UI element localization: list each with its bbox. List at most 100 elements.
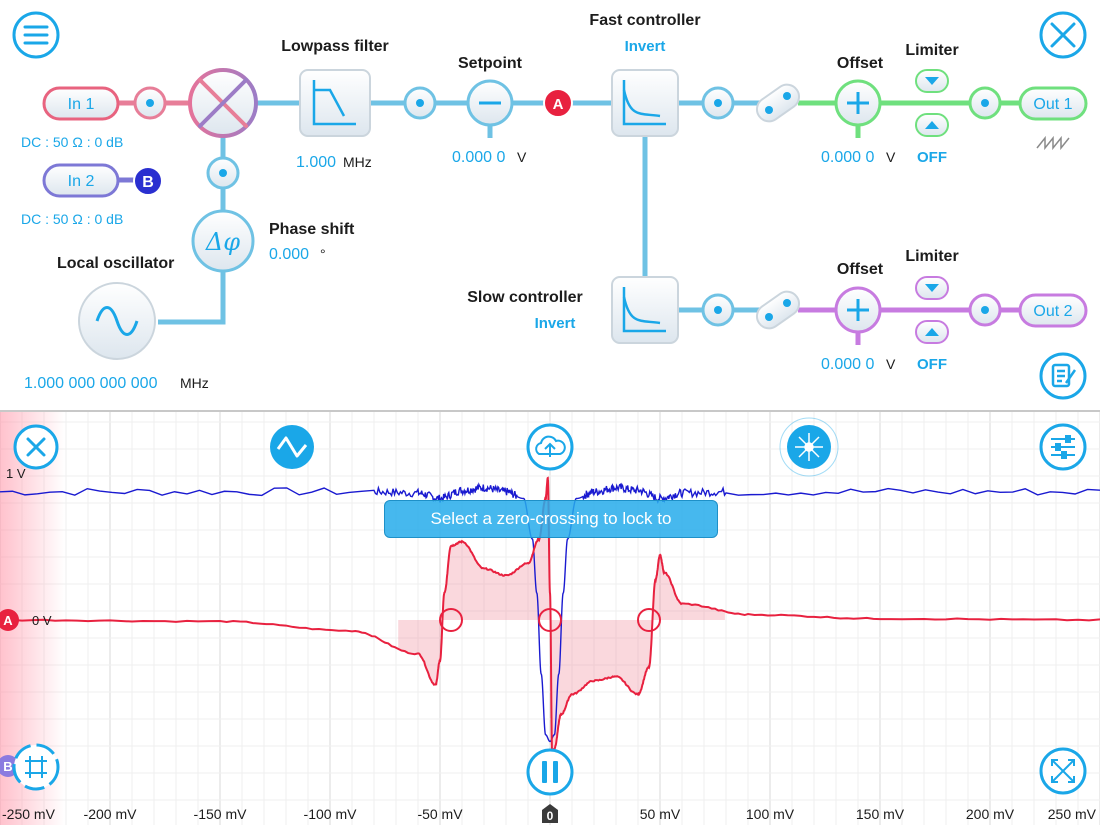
out1-limiter-upper[interactable] [915, 69, 949, 93]
svg-text:A: A [553, 96, 564, 113]
lock-prompt: Select a zero-crossing to lock to [384, 500, 718, 538]
waveform-button[interactable] [270, 425, 314, 469]
slow-out-node[interactable] [701, 293, 735, 327]
grid-icon [25, 756, 47, 778]
out2-limiter-lower[interactable] [915, 320, 949, 344]
slow-controller-title: Slow controller [467, 289, 583, 306]
x-tick-label: -150 mV [194, 806, 248, 822]
out1-limiter-lower[interactable] [915, 113, 949, 137]
out1-offset-title: Offset [837, 55, 884, 72]
expand-icon [1051, 759, 1075, 783]
slow-controller-invert[interactable]: Invert [535, 315, 576, 332]
multiply-icon [198, 78, 248, 128]
cloud-upload-icon [535, 435, 566, 457]
out1-offset-unit: V [886, 149, 896, 165]
phase-shift-title: Phase shift [269, 221, 355, 238]
out2-switch[interactable] [752, 287, 803, 333]
fast-out-node[interactable] [701, 86, 735, 120]
lowpass-value[interactable]: 1.000 [296, 154, 336, 171]
expand-button[interactable] [1039, 747, 1087, 795]
sine-wave-icon [95, 306, 139, 336]
out2-node[interactable] [968, 293, 1002, 327]
out1-offset-value[interactable]: 0.000 0 [821, 149, 874, 166]
out1-limiter-title: Limiter [905, 42, 958, 59]
setpoint-title: Setpoint [458, 55, 523, 72]
in1-node[interactable] [133, 86, 167, 120]
edit-note-icon [1051, 363, 1077, 388]
fast-controller-button[interactable] [611, 69, 679, 137]
grid-toggle-button[interactable] [12, 743, 60, 791]
phase-icon: Δφ [205, 228, 240, 256]
upload-button[interactable] [526, 423, 574, 471]
wrench-screwdriver-icon [1050, 22, 1076, 48]
chevron-up-icon [925, 328, 939, 336]
mixer[interactable] [188, 68, 258, 138]
x-tick-label: -50 mV [417, 806, 463, 822]
chevron-down-icon [925, 284, 939, 292]
x-tick-label: 250 mV [1048, 806, 1097, 822]
fast-controller-title: Fast controller [589, 12, 700, 29]
zero-crossing-target[interactable] [439, 608, 463, 632]
plus-icon [847, 299, 869, 321]
lowpass-button[interactable] [299, 69, 371, 137]
in1-coupling[interactable]: DC : 50 Ω : 0 dB [21, 134, 123, 150]
out2-button[interactable]: Out 2 [1018, 293, 1088, 328]
zero-marker[interactable]: 0 [542, 804, 558, 823]
zero-crossing-target[interactable] [538, 608, 562, 632]
tools-button[interactable] [1039, 11, 1087, 59]
out2-offset-value[interactable]: 0.000 0 [821, 356, 874, 373]
sawtooth-icon [1036, 135, 1070, 151]
out1-button[interactable]: Out 1 [1018, 86, 1088, 121]
in2-button[interactable]: In 2 [42, 163, 120, 198]
y-label-1v: 1 V [6, 466, 26, 481]
setpoint-button[interactable] [466, 79, 514, 127]
settings-sliders-button[interactable] [1039, 423, 1087, 471]
laser-burst-icon [795, 433, 823, 461]
out2-offset-button[interactable] [834, 286, 882, 334]
out2-label: Out 2 [1033, 303, 1072, 320]
svg-text:A: A [3, 613, 13, 628]
slow-controller-button[interactable] [611, 276, 679, 344]
laser-button[interactable] [779, 417, 839, 477]
out2-offset-unit: V [886, 356, 896, 372]
lo-title: Local oscillator [57, 255, 174, 272]
out2-limiter-state[interactable]: OFF [917, 356, 947, 373]
local-oscillator-button[interactable] [78, 282, 156, 360]
lo-frequency[interactable]: 1.000 000 000 000 [24, 375, 158, 392]
zero-crossing-markers[interactable] [439, 608, 661, 632]
notes-button[interactable] [1039, 352, 1087, 400]
out1-label: Out 1 [1033, 96, 1072, 113]
menu-button[interactable] [12, 11, 60, 59]
out1-switch[interactable] [752, 80, 803, 126]
in2-coupling[interactable]: DC : 50 Ω : 0 dB [21, 211, 123, 227]
out1-offset-button[interactable] [834, 79, 882, 127]
svg-text:0: 0 [547, 809, 554, 823]
phase-shift-button[interactable]: Δφ [191, 209, 255, 273]
channel-a-badge[interactable]: A [0, 609, 19, 631]
svg-text:B: B [142, 174, 154, 191]
in1-label: In 1 [68, 96, 95, 113]
x-tick-label: -100 mV [304, 806, 358, 822]
pause-button[interactable] [526, 748, 574, 796]
controller-icon [622, 80, 666, 126]
setpoint-value[interactable]: 0.000 0 [452, 149, 505, 166]
in1-button[interactable]: In 1 [42, 86, 120, 121]
chevron-down-icon [925, 77, 939, 85]
waveform-icon [276, 436, 308, 458]
controller-icon [622, 287, 666, 333]
out1-limiter-state[interactable]: OFF [917, 149, 947, 166]
out2-limiter-title: Limiter [905, 248, 958, 265]
zero-crossing-target[interactable] [637, 608, 661, 632]
setpoint-unit: V [517, 149, 527, 165]
y-label-0v: 0 V [32, 613, 52, 628]
mixer-lo-node[interactable] [206, 156, 240, 190]
x-tick-label: 200 mV [966, 806, 1015, 822]
lowpass-out-node[interactable] [403, 86, 437, 120]
fast-controller-invert[interactable]: Invert [625, 38, 666, 55]
out2-limiter-upper[interactable] [915, 276, 949, 300]
close-button[interactable] [13, 424, 59, 470]
out1-node[interactable] [968, 86, 1002, 120]
phase-shift-value[interactable]: 0.000 [269, 246, 309, 263]
in2-label: In 2 [68, 173, 95, 190]
